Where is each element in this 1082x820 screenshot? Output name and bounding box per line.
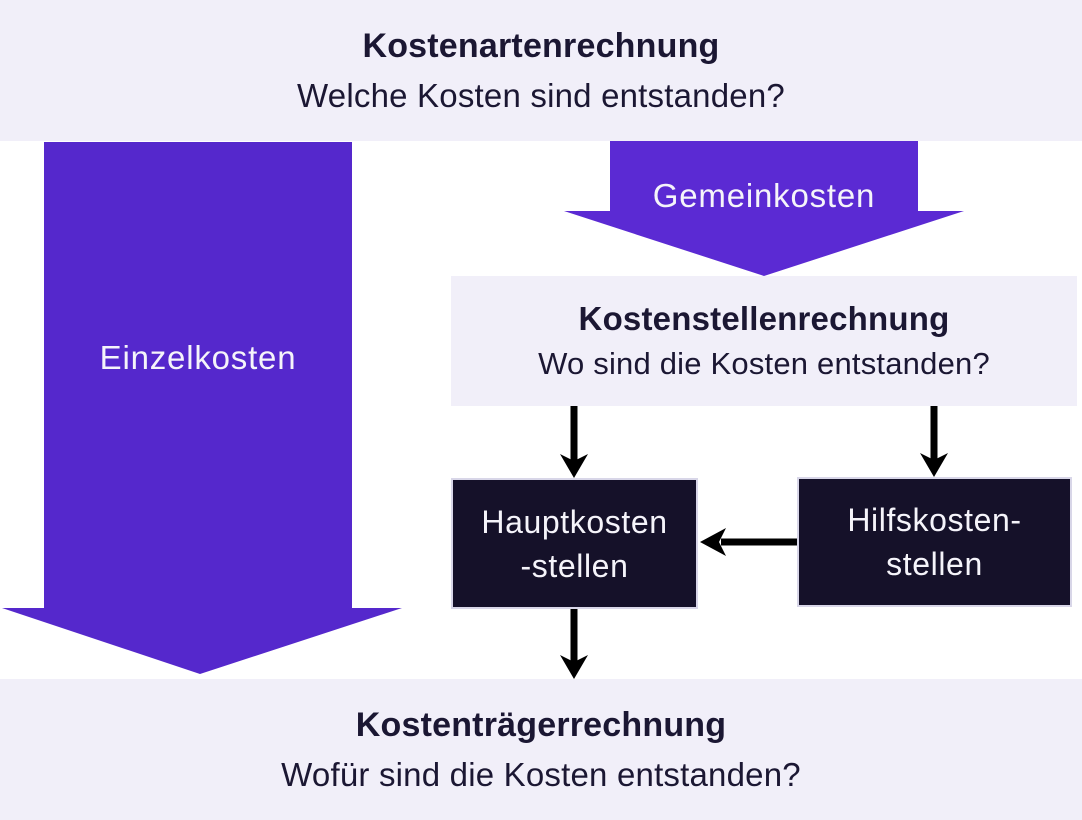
kostentraegerrechnung-title: Kostenträgerrechnung [355,705,727,744]
hilfskostenstellen-line1: Hilfskosten- [847,502,1022,538]
kostentraegerrechnung-band: Kostenträgerrechnung Wofür sind die Kost… [0,679,1082,820]
kostenartenrechnung-question: Welche Kosten sind entstanden? [297,76,785,114]
kostenartenrechnung-title: Kostenartenrechnung [362,26,720,65]
gemeinkosten-arrow: Gemeinkosten [564,141,964,276]
arrow-kostenstellen-to-hilfskostenstellen-icon [920,406,948,477]
kostenstellenrechnung-question: Wo sind die Kosten entstanden? [538,346,990,381]
hauptkostenstellen-box: Hauptkosten -stellen [451,478,698,609]
arrow-hauptkostenstellen-to-kostentraeger-icon [560,609,588,679]
hilfskostenstellen-line2: stellen [886,546,983,582]
kostenstellenrechnung-box: Kostenstellenrechnung Wo sind die Kosten… [451,276,1077,406]
kostenartenrechnung-band: Kostenartenrechnung Welche Kosten sind e… [0,0,1082,141]
einzelkosten-arrow: Einzelkosten [2,142,402,674]
kostenstellenrechnung-title: Kostenstellenrechnung [578,300,950,337]
hauptkostenstellen-line2: -stellen [520,547,629,584]
gemeinkosten-label: Gemeinkosten [652,177,876,214]
arrow-kostenstellen-to-hauptkostenstellen-icon [560,406,588,478]
kostentraegerrechnung-question: Wofür sind die Kosten entstanden? [281,755,801,793]
arrow-hilfskostenstellen-to-hauptkostenstellen-icon [700,528,797,556]
hauptkostenstellen-line1: Hauptkosten [481,503,668,540]
einzelkosten-label: Einzelkosten [99,339,297,376]
hilfskostenstellen-box: Hilfskosten- stellen [797,477,1072,607]
